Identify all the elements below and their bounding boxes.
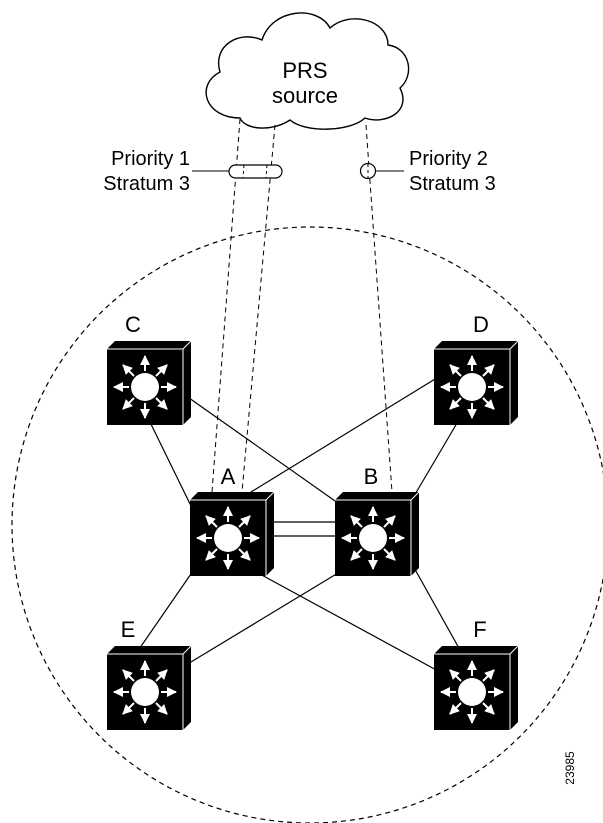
figure-id: 23985 (563, 751, 577, 785)
priority-1-label: Priority 1 (111, 148, 190, 170)
prs-source-cloud (205, 12, 410, 130)
switch-icon-a (190, 492, 274, 576)
priority-1-link-group (228, 164, 283, 179)
priority-2-label: Priority 2 (409, 148, 488, 170)
switch-icon-b (335, 492, 419, 576)
network-boundary-circle (11, 226, 603, 823)
priority-2-stratum-label: Stratum 3 (409, 173, 496, 195)
node-label-f: F (473, 617, 486, 642)
node-label-b: B (364, 464, 379, 489)
switch-icon-e (107, 646, 191, 730)
timing-feed-lines (211, 118, 393, 493)
node-label-d: D (473, 312, 489, 337)
priority-1-stratum-label: Stratum 3 (103, 173, 190, 195)
switch-links (134, 375, 461, 673)
switch-icon-f (434, 646, 518, 730)
node-label-a: A (221, 464, 236, 489)
node-label-e: E (121, 617, 136, 642)
cloud-label-line2: source (272, 83, 338, 108)
switch-icon-c (107, 341, 191, 425)
cloud-label-line1: PRS (282, 58, 327, 83)
switch-icon-d (434, 341, 518, 425)
node-label-c: C (125, 312, 141, 337)
